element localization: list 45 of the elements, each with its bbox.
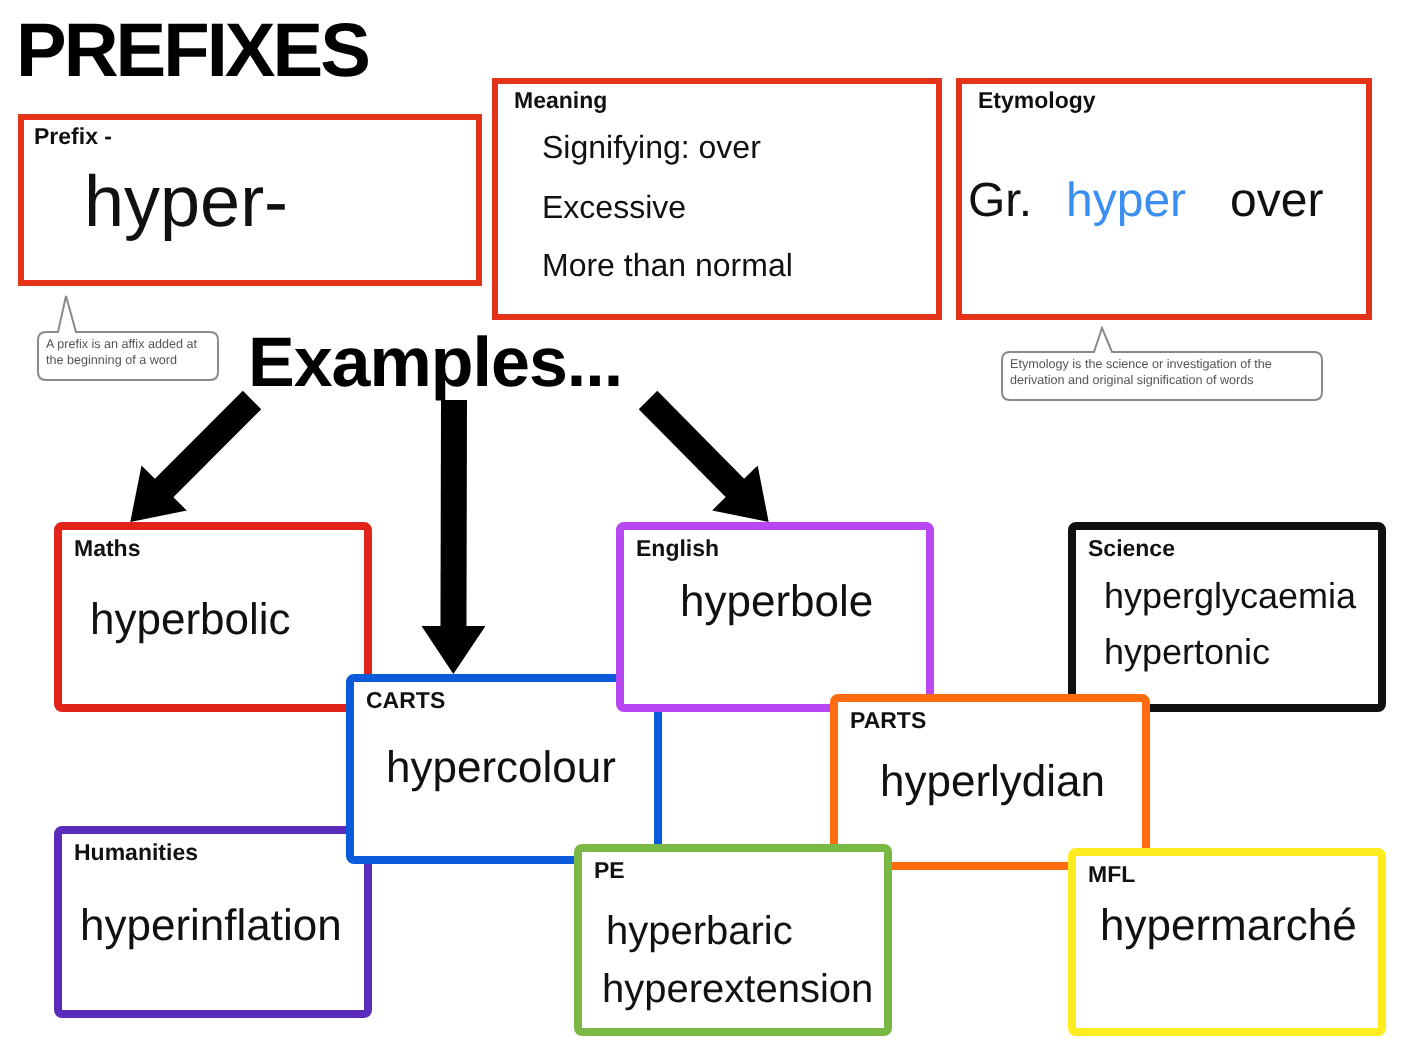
box-heading: Etymology (978, 90, 1096, 117)
handwritten-text: hyperextension (602, 968, 874, 1014)
block-arrow (130, 390, 262, 522)
section-heading: Examples... (248, 326, 652, 400)
handwritten-text: Excessive (542, 192, 687, 229)
info-box (956, 78, 1372, 320)
handwritten-text: hypertonic (1104, 632, 1271, 674)
box-heading: Humanities (74, 842, 198, 869)
block-arrow (638, 390, 769, 522)
box-heading: PARTS (850, 710, 927, 737)
subject-box (54, 826, 372, 1018)
block-arrow (421, 399, 486, 674)
speech-bubble (1000, 326, 1324, 402)
subject-box (1068, 848, 1386, 1036)
box-heading: English (636, 538, 720, 565)
handwritten-text: hypermarché (1100, 900, 1357, 951)
handwritten-text: hyperlydian (880, 756, 1106, 807)
handwritten-text: hypercolour (386, 742, 616, 793)
box-heading: CARTS (366, 690, 446, 717)
handwritten-text: Gr. (968, 174, 1033, 230)
box-heading: Prefix - (34, 126, 112, 153)
subject-box (616, 522, 934, 712)
subject-box (830, 694, 1150, 870)
handwritten-text: hyperbolic (90, 594, 291, 645)
handwritten-text: hyperbaric (606, 910, 793, 956)
subject-box (346, 674, 662, 864)
handwritten-text: hyper (1066, 174, 1187, 230)
handwritten-text: hyperbole (680, 576, 874, 627)
info-box (492, 78, 942, 320)
speech-bubble (36, 294, 220, 382)
handwritten-text: Signifying: over (542, 132, 761, 169)
handwritten-text: hyperinflation (80, 900, 342, 951)
box-heading: Maths (74, 538, 141, 565)
handwritten-text: hyperglycaemia (1104, 576, 1357, 618)
handwritten-text: More than normal (542, 250, 793, 287)
box-heading: MFL (1088, 864, 1136, 891)
subject-box (574, 844, 892, 1036)
box-heading: PE (594, 860, 625, 887)
box-heading: Meaning (514, 90, 608, 117)
handwritten-text: hyper- (84, 160, 289, 243)
page-title: PREFIXES (16, 10, 368, 94)
info-box (18, 114, 482, 286)
box-heading: Science (1088, 538, 1175, 565)
handwritten-text: over (1230, 174, 1324, 230)
subject-box (1068, 522, 1386, 712)
